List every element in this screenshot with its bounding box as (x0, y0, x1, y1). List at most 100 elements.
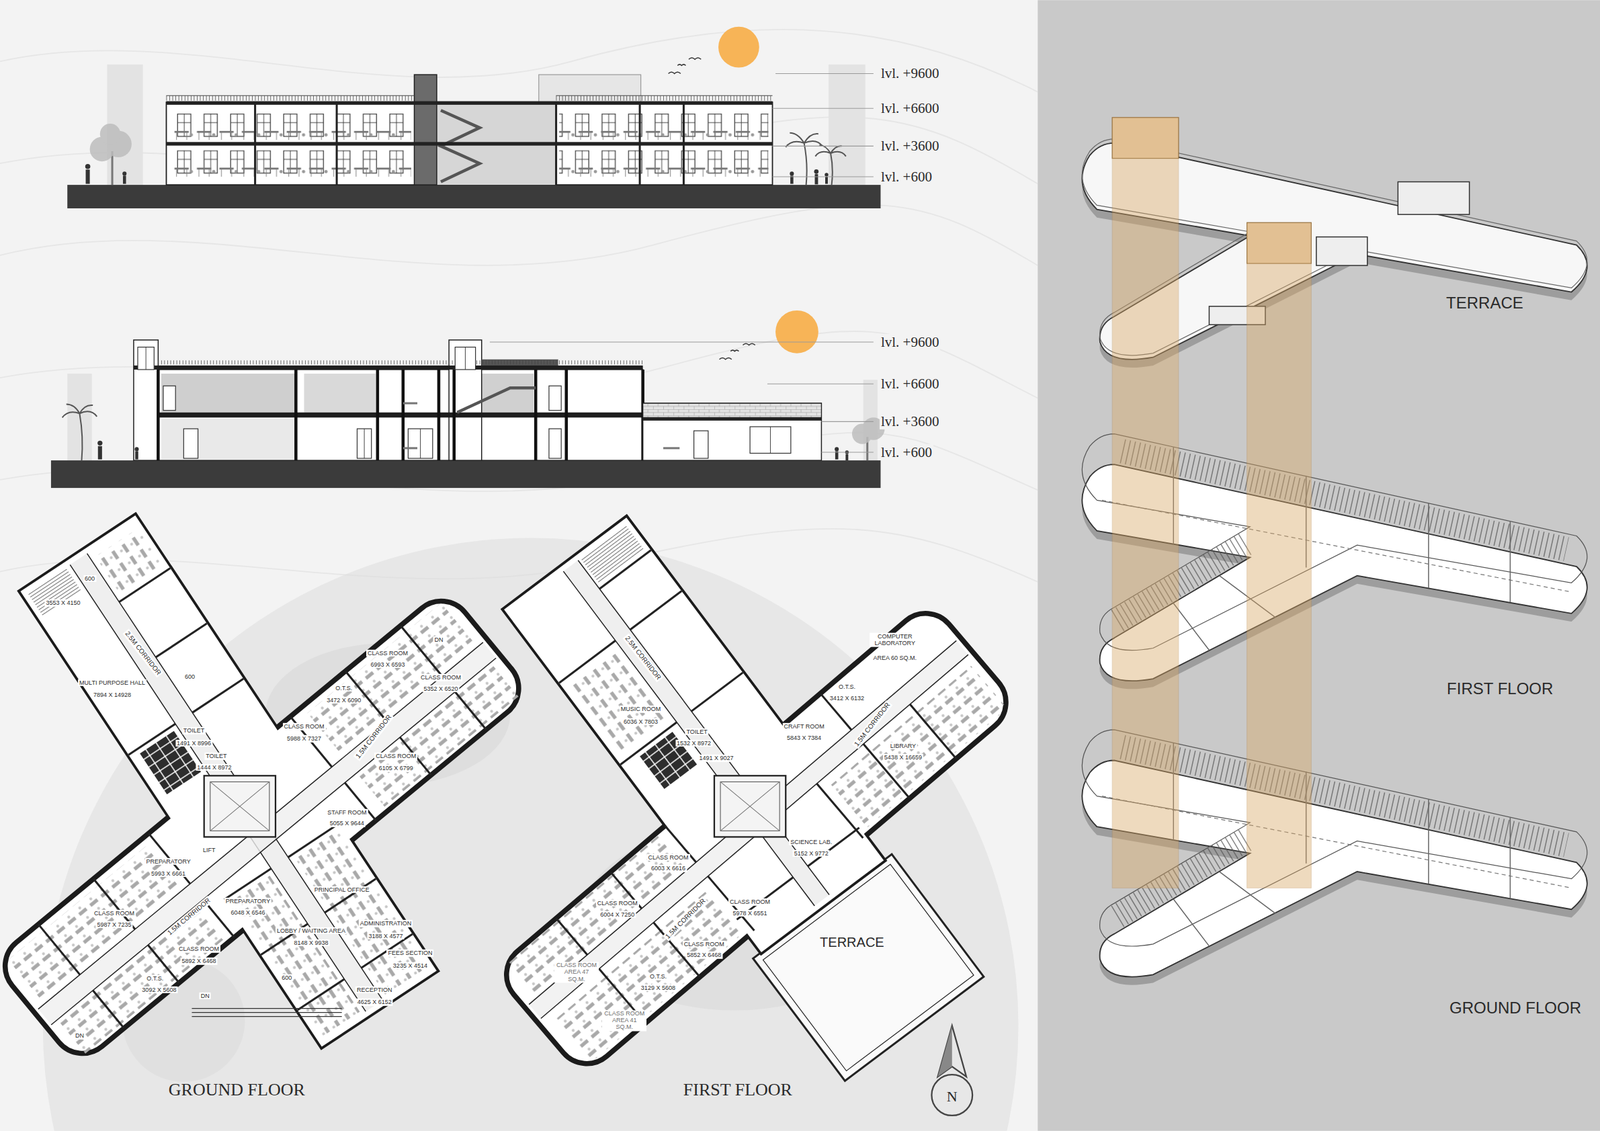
corridor-label: 2.5M CORRIDOR (622, 633, 663, 683)
front-elevation (772, 145, 874, 147)
ground-floor-plan (0, 592, 528, 1063)
first-floor-slab (1122, 450, 1567, 550)
building-section (742, 343, 755, 345)
building-section (465, 347, 466, 370)
room-label: 5438 X 16659 (882, 753, 924, 761)
building-section (643, 403, 822, 461)
building-section (67, 373, 92, 461)
first-floor-slab (1509, 521, 1512, 603)
building-section (157, 360, 643, 365)
room-label: CLASS ROOM (728, 898, 772, 906)
building-section (97, 440, 849, 461)
building-section (407, 428, 433, 459)
ground-floor-plan (307, 602, 474, 753)
room-label: STAFF ROOM (325, 809, 368, 816)
building-section (821, 451, 873, 453)
building-section (564, 369, 568, 461)
building-section (161, 418, 296, 460)
level-label: lvl. +600 (879, 444, 934, 461)
terrace-slab (1397, 182, 1469, 216)
room-label: 5993 X 6661 (149, 870, 187, 877)
building-section (834, 446, 839, 451)
room-label: SCIENCE LAB. (788, 838, 834, 846)
building-section (437, 369, 441, 461)
north-arrow (931, 1025, 973, 1116)
building-section (403, 402, 418, 405)
building-section (719, 357, 732, 359)
room-label: PREPARATORY (144, 857, 192, 865)
ground-floor-plan (297, 979, 345, 1010)
building-section (157, 412, 643, 418)
room-label: 1491 X 9027 (697, 754, 735, 762)
ground-floor-plan (155, 623, 207, 658)
axonometric-title: FIRST FLOOR (1445, 679, 1555, 699)
front-elevation (67, 26, 881, 209)
front-elevation (556, 95, 773, 101)
front-elevation (255, 102, 685, 185)
front-elevation (122, 175, 127, 184)
room-label: TOILET (204, 752, 228, 760)
building-section (133, 365, 644, 370)
first-floor-plan (559, 640, 616, 683)
room-label: 5152 X 9772 (792, 849, 830, 857)
room-label: 1444 X 8972 (195, 764, 233, 771)
ground-floor-plan (38, 642, 496, 1025)
front-elevation (171, 167, 412, 178)
ground-floor-plan (118, 567, 171, 602)
building-section (62, 404, 98, 461)
front-elevation (639, 102, 642, 185)
room-label: PRINCIPAL OFFICE (313, 886, 371, 894)
level-label: lvl. +9600 (879, 333, 941, 351)
ground-floor-plan (27, 567, 82, 617)
front-elevation (813, 169, 819, 175)
building-section (419, 428, 421, 459)
room-label: CLASS ROOM (374, 752, 418, 760)
room-label: TOILET (182, 727, 206, 734)
first-floor-plan (620, 722, 677, 765)
room-label: CLASS ROOM (366, 649, 410, 657)
front-elevation (668, 71, 681, 74)
room-label: 3472 X 6090 (325, 696, 363, 704)
building-section (730, 350, 739, 352)
room-label: LIFT (201, 846, 218, 854)
room-label: 1532 X 8972 (675, 739, 713, 746)
building-section (135, 450, 139, 459)
building-section (156, 369, 160, 461)
building-section (51, 460, 881, 488)
building-section (376, 369, 380, 461)
front-elevation (828, 64, 866, 185)
ground-floor-plan (192, 678, 244, 713)
level-label: lvl. +6600 (879, 100, 941, 117)
background-texture (0, 204, 1038, 266)
room-label: CLASS ROOM (682, 940, 726, 947)
level-label: lvl. +600 (879, 168, 934, 185)
building-section (489, 341, 874, 343)
building-section (137, 347, 154, 370)
building-section (51, 310, 886, 488)
ground-floor-plan (191, 1012, 342, 1013)
building-section (98, 446, 103, 460)
first-floor-plan (493, 517, 1019, 1081)
building-section (775, 310, 819, 354)
room-label: 5843 X 7384 (785, 734, 823, 742)
first-floor-plan (691, 672, 744, 711)
front-elevation (824, 172, 828, 177)
building-section (454, 347, 476, 370)
ground-floor-plan (92, 990, 124, 1029)
level-label: lvl. +3600 (879, 413, 941, 430)
building-section (534, 369, 538, 461)
ground-floor-plan (0, 515, 531, 1066)
front-elevation (559, 167, 769, 178)
room-label: PREPARATORY (224, 897, 272, 905)
building-section (294, 369, 298, 461)
building-section (137, 347, 562, 459)
front-elevation (825, 176, 828, 185)
north-arrow (931, 1074, 973, 1116)
front-elevation (785, 133, 823, 148)
building-section (145, 347, 466, 459)
ground-floor-plan (51, 657, 496, 1025)
room-label: 3235 X 4514 (391, 961, 429, 969)
room-label: RECEPTION (355, 986, 394, 994)
